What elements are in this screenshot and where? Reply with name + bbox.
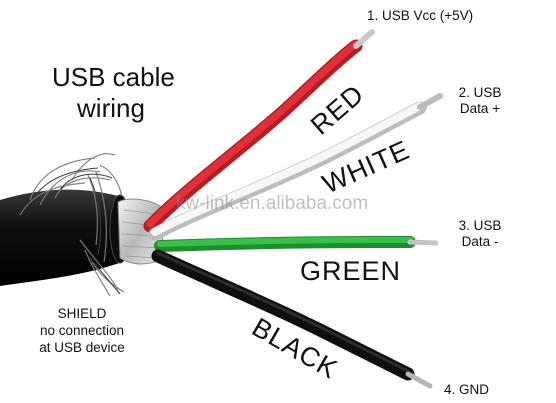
black-wire xyxy=(151,249,415,381)
title-line-1: USB cable xyxy=(52,62,175,92)
pin-2-line-1: 2. USB xyxy=(458,85,502,100)
red-wire-tip xyxy=(353,29,375,49)
shield-line-3: at USB device xyxy=(39,339,125,355)
diagram-title: USB cable wiring xyxy=(52,62,175,123)
pin-2-line-2: Data + xyxy=(459,100,501,116)
pin-1-vcc-label: 1. USB Vcc (+5V) xyxy=(367,8,474,23)
shield-line-2: no connection xyxy=(39,322,125,338)
pin-3-line-2: Data - xyxy=(461,233,499,249)
wire-label-green: GREEN xyxy=(300,256,402,286)
shield-note: SHIELD no connection at USB device xyxy=(28,306,136,357)
shield-line-1: SHIELD xyxy=(57,306,107,321)
pin-2-data-plus-label: 2. USB Data + xyxy=(448,85,512,116)
pin-3-data-minus-label: 3. USB Data - xyxy=(448,218,512,249)
title-line-2: wiring xyxy=(77,92,145,123)
braid-shield xyxy=(19,153,125,297)
black-wire-tip xyxy=(405,371,433,389)
cable-jacket xyxy=(0,189,122,286)
watermark: kw-link.en.alibaba.com xyxy=(176,193,369,214)
pin-4-gnd-label: 4. GND xyxy=(444,382,490,397)
pin-3-line-1: 3. USB xyxy=(458,218,502,233)
white-wire-tip xyxy=(417,93,443,110)
green-wire-tip xyxy=(407,239,439,246)
braid-shield-dark xyxy=(34,167,121,295)
